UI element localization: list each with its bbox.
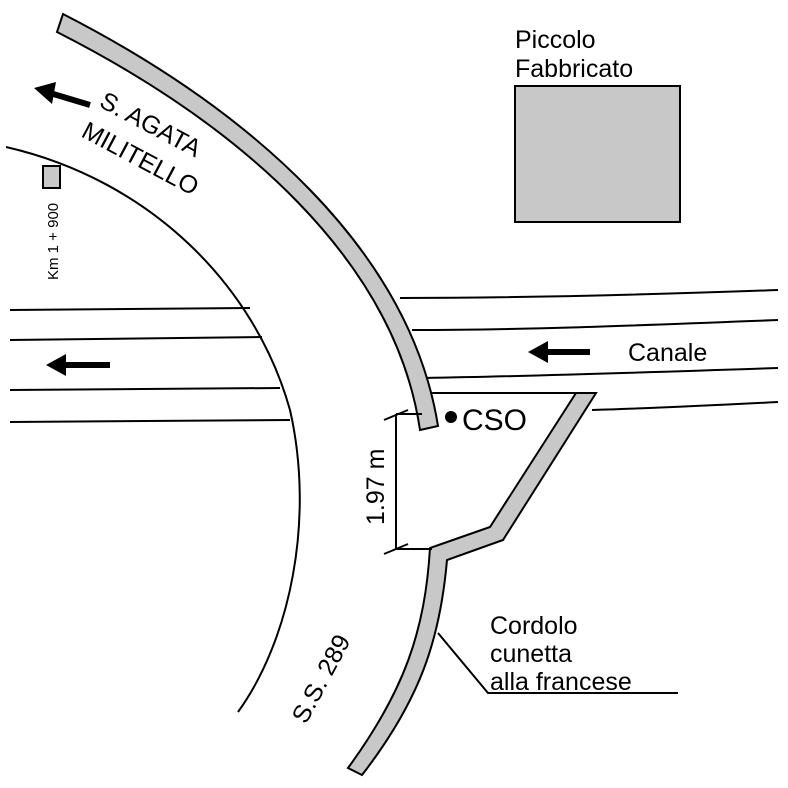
curb-label-line3: alla francese	[490, 668, 632, 696]
kilometer-marker	[42, 165, 61, 189]
distance-label: 1.97 m	[362, 449, 390, 525]
small-building	[514, 85, 681, 223]
building-label-line2: Fabbricato	[515, 55, 633, 83]
canal-label: Canale	[628, 339, 707, 367]
curb-lower	[346, 392, 598, 777]
road-label: S.S. 289	[287, 630, 357, 728]
curb-label-line1: Cordolo	[490, 612, 578, 640]
curb-label-line2: cunetta	[490, 640, 572, 668]
direction-arrow	[34, 82, 91, 108]
building-label-line1: Piccolo	[515, 26, 596, 54]
canal-left	[9, 307, 291, 423]
canal-arrow-right	[528, 341, 590, 363]
distance-dimension	[383, 409, 432, 555]
canal-arrow-left	[46, 354, 110, 376]
canal-right	[399, 289, 779, 411]
curb-upper	[55, 12, 440, 432]
cso-label: CSO	[462, 404, 527, 437]
curb-leader	[437, 632, 678, 694]
road-inner-edge	[5, 146, 301, 713]
kilometer-marker-label: Km 1 + 900	[45, 203, 62, 280]
cso-point	[445, 411, 457, 423]
